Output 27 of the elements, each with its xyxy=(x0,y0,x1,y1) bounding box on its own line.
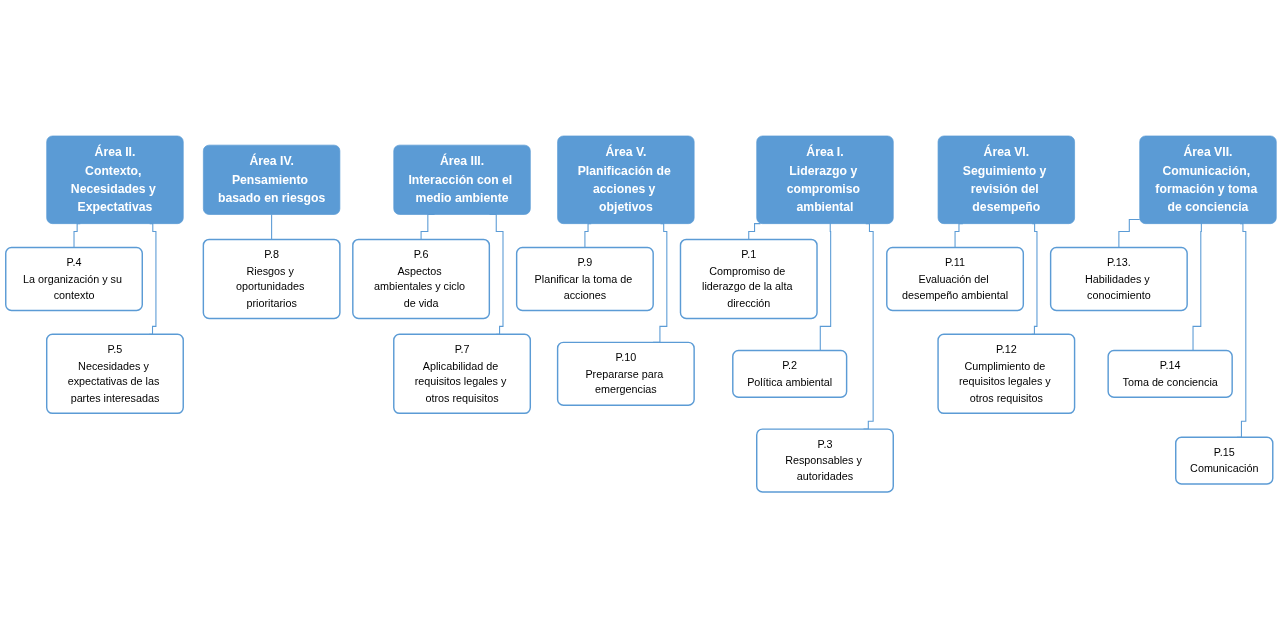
connector xyxy=(1118,218,1141,249)
node-box: P.11 Evaluación del desempeño ambiental xyxy=(886,246,1025,312)
node-box: P.1 Compromiso de liderazgo de la alta dirección xyxy=(679,238,818,320)
node-box: Área III. Interacción con el medio ambiente xyxy=(393,144,531,215)
connector xyxy=(73,223,81,249)
node-box: Área I. Liderazgo y compromiso ambiental xyxy=(756,135,894,224)
node-box: P.7 Aplicabilidad de requisitos legales y otros requisitos xyxy=(393,333,531,415)
connector xyxy=(271,213,273,240)
node-box: P.15 Comunicación xyxy=(1175,436,1274,485)
connector xyxy=(1031,223,1038,335)
node-box: Área VII. Comunicación, formación y toma de conciencia xyxy=(1139,135,1277,224)
node-box: P.9 Planificar la toma de acciones xyxy=(515,246,654,312)
node-box: Área VI. Seguimiento y revisión del desempeño xyxy=(937,135,1075,224)
node-box: Área II. Contexto, Necesidades y Expectativas xyxy=(46,135,184,224)
node-box: P.5 Necesidades y expectativas de las partes interesadas xyxy=(46,333,184,415)
node-box: P.4 La organización y su contexto xyxy=(5,246,143,312)
node-box: Área IV. Pensamiento basado en riesgos xyxy=(203,144,341,215)
node-box: P.13. Habilidades y conocimiento xyxy=(1049,246,1188,312)
node-box: Área V. Planificación de acciones y objetivos xyxy=(557,135,695,224)
node-box: P.6 Aspectos ambientales y ciclo de vida xyxy=(352,238,491,320)
node-box: P.2 Política ambiental xyxy=(732,349,848,398)
node-box: P.14 Toma de conciencia xyxy=(1107,349,1233,398)
node-box: P.8 Riesgos y oportunidades prioritarios xyxy=(202,238,341,320)
node-box: P.3 Responsables y autoridades xyxy=(756,428,894,493)
connector xyxy=(584,223,592,249)
node-box: P.10 Prepararse para emergencias xyxy=(556,341,695,406)
node-box: P.12 Cumplimiento de requisitos legales y otros requisitos xyxy=(937,333,1076,415)
